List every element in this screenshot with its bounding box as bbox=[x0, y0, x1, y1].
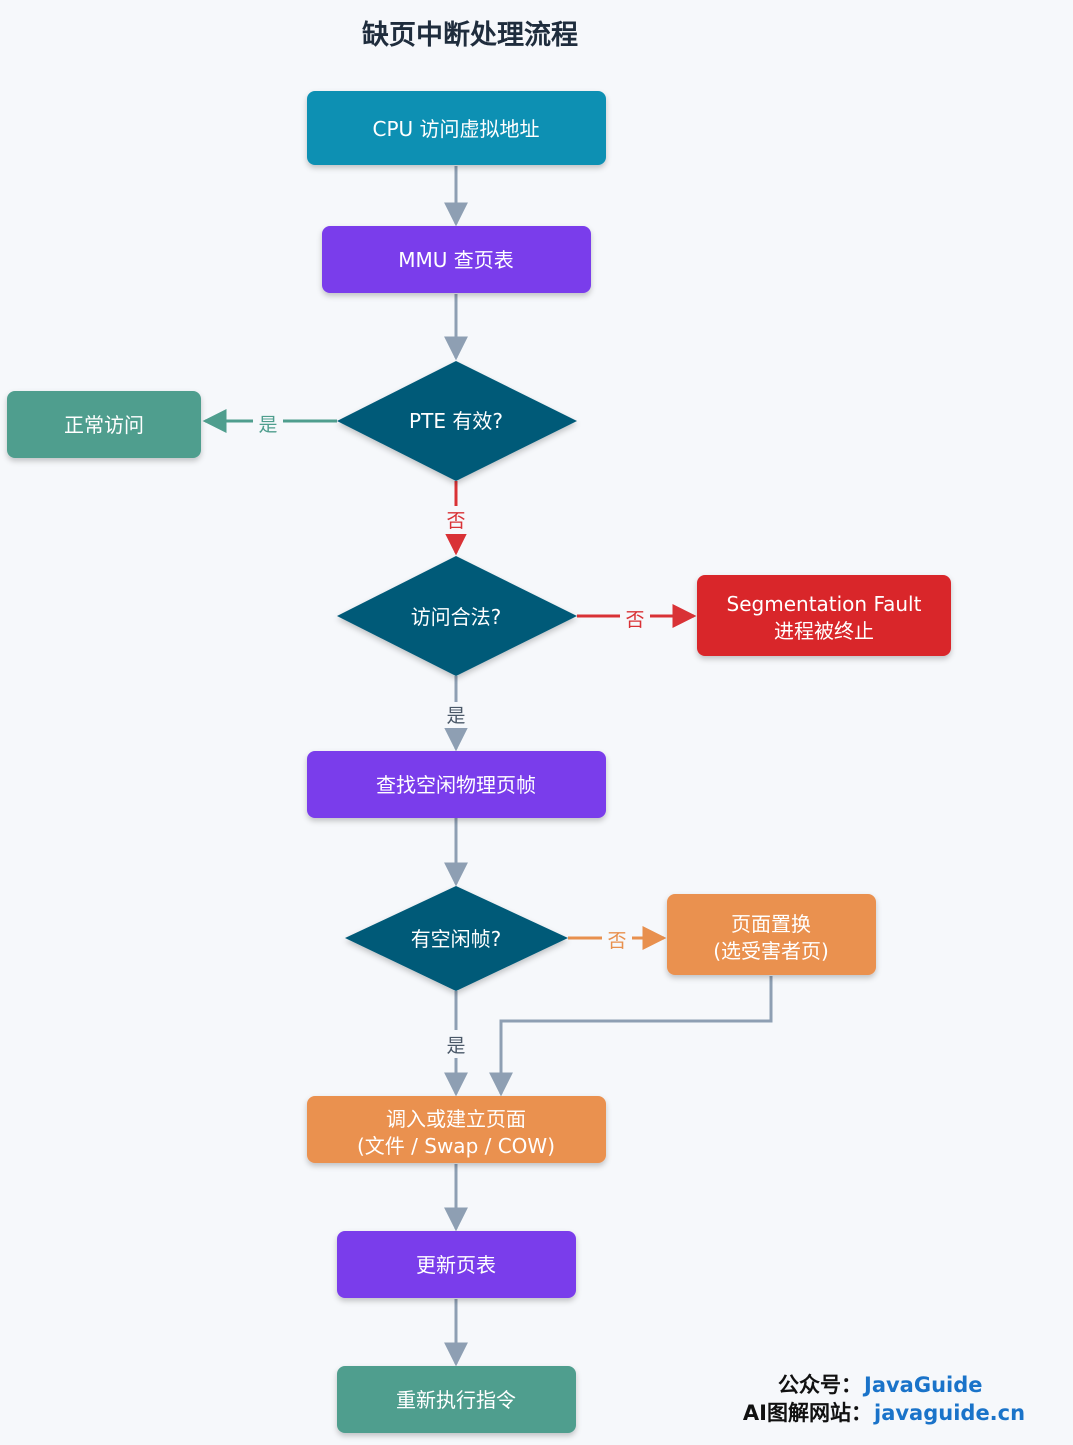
node-normal-access: 正常访问 bbox=[7, 391, 201, 458]
node-load-page: 调入或建立页面 (文件 / Swap / COW) bbox=[307, 1096, 606, 1163]
node-mmu-lookup: MMU 查页表 bbox=[322, 226, 591, 293]
edge-label-bg bbox=[442, 506, 470, 534]
node-label: MMU 查页表 bbox=[398, 248, 514, 272]
node-find-frame: 查找空闲物理页帧 bbox=[307, 751, 606, 818]
edge-label-legal-yes: 是 bbox=[446, 705, 465, 727]
edge-label-bg bbox=[442, 1030, 470, 1058]
footer-line2-label: AI图解网站： bbox=[743, 1401, 872, 1425]
node-re-execute: 重新执行指令 bbox=[337, 1366, 576, 1433]
diagram-title: 缺页中断处理流程 bbox=[362, 20, 578, 51]
node-cpu-access: CPU 访问虚拟地址 bbox=[307, 91, 606, 165]
node-label: PTE 有效? bbox=[409, 409, 503, 433]
node-page-replace: 页面置换 (选受害者页) bbox=[667, 894, 876, 975]
edge-label-bg bbox=[442, 702, 470, 728]
node-label-line1: 调入或建立页面 bbox=[386, 1107, 526, 1131]
node-label-line2: 进程被终止 bbox=[774, 619, 874, 643]
node-label-line2: (文件 / Swap / COW) bbox=[357, 1134, 555, 1158]
edges: 是 否 否 是 否 是 bbox=[202, 166, 773, 1367]
footer-line1-label: 公众号： bbox=[778, 1373, 862, 1397]
node-pte-valid: PTE 有效? bbox=[337, 361, 577, 481]
node-label: 更新页表 bbox=[416, 1253, 496, 1277]
footer-line2-value: javaguide.cn bbox=[873, 1401, 1025, 1425]
edge-label-legal-no: 否 bbox=[625, 609, 644, 631]
edge-label-pte-no: 否 bbox=[446, 510, 465, 532]
edge-label-free-yes: 是 bbox=[446, 1035, 465, 1057]
edge-label-bg bbox=[602, 925, 632, 951]
footer-credits: 公众号： JavaGuide AI图解网站： javaguide.cn bbox=[743, 1373, 1025, 1425]
footer-line1-value: JavaGuide bbox=[862, 1373, 983, 1397]
edge-label-pte-yes: 是 bbox=[258, 414, 277, 436]
edge-replace-to-load bbox=[489, 976, 773, 1097]
edge-label-free-no: 否 bbox=[607, 930, 626, 952]
node-label-line1: 页面置换 bbox=[731, 912, 811, 936]
node-label: 重新执行指令 bbox=[396, 1388, 516, 1412]
node-label-line2: (选受害者页) bbox=[713, 939, 829, 963]
node-label-line1: Segmentation Fault bbox=[727, 592, 922, 616]
node-label: 访问合法? bbox=[411, 605, 502, 629]
node-label: 正常访问 bbox=[64, 413, 144, 437]
node-access-legal: 访问合法? bbox=[337, 556, 577, 676]
node-has-free-frame: 有空闲帧? bbox=[345, 886, 568, 991]
node-label: 查找空闲物理页帧 bbox=[376, 773, 536, 797]
node-seg-fault: Segmentation Fault 进程被终止 bbox=[697, 575, 951, 656]
node-label: 有空闲帧? bbox=[411, 927, 502, 951]
node-update-table: 更新页表 bbox=[337, 1231, 576, 1298]
node-label: CPU 访问虚拟地址 bbox=[372, 117, 539, 141]
edge-label-bg bbox=[620, 603, 650, 629]
edge-label-bg bbox=[253, 408, 283, 434]
